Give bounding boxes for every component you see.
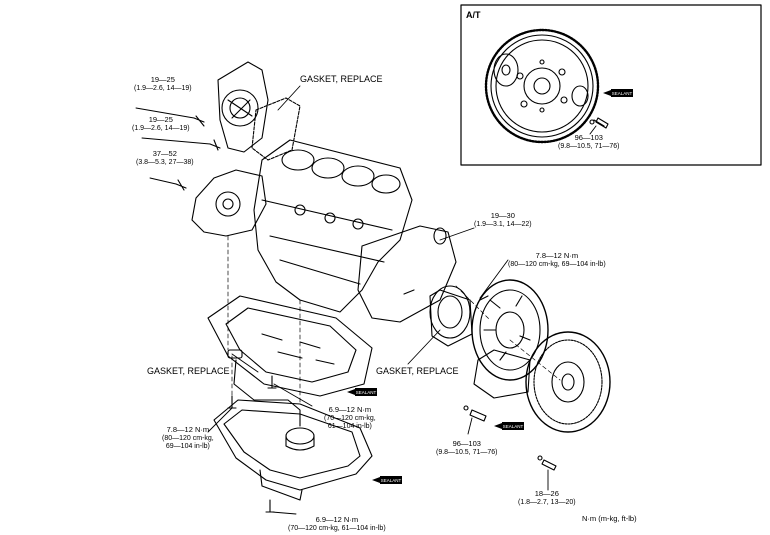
torque-value: 7.8—12 N·m (166, 425, 210, 434)
torque-value: 19—25 (148, 115, 173, 124)
sealant-tube-1: SEALANT (603, 89, 633, 97)
torque-spec: (1.9—2.6, 14—19) (132, 124, 190, 132)
gasket-label-left: GASKET, REPLACE (147, 366, 230, 376)
drive-plate (484, 28, 600, 144)
torque-value: 6.9—12 N·m (328, 405, 372, 414)
torque-label-5: 7.8—12 N·m (80—120 cm-kg, 69—104 in-lb) (508, 251, 606, 269)
drive-plate-backing (571, 85, 589, 107)
rear-cover-plate (357, 225, 457, 323)
torque-value: 96—103 (452, 439, 481, 448)
torque-label-2: 19—25 (1.9—2.6, 14—19) (132, 115, 190, 133)
torque-spec: (1.9—2.6, 14—19) (134, 84, 192, 92)
cylinder-block (253, 139, 413, 313)
torque-label-8: 96—103 (9.8—10.5, 71—76) (436, 439, 498, 457)
torque-spec: (70—120 cm-kg, (324, 414, 376, 422)
torque-spec: 61—104 in-lb) (327, 422, 372, 430)
units-legend: N·m (m-kg, ft-lb) (582, 514, 637, 523)
torque-value: 37—52 (152, 149, 177, 158)
oil-pan (213, 399, 373, 501)
sealant-tube-4: SEALANT (372, 476, 402, 484)
inset-title: A/T (466, 10, 481, 20)
oil-strainer (233, 359, 315, 451)
torque-value: 96—103 (574, 133, 603, 142)
torque-spec: (9.8—10.5, 71—76) (558, 142, 620, 150)
torque-spec: (1.9—3.1, 14—22) (474, 220, 532, 228)
torque-label-4: 19—30 (1.9—3.1, 14—22) (474, 211, 532, 229)
pressure-plate (471, 279, 549, 381)
torque-label-9: 96—103 (9.8—10.5, 71—76) (558, 133, 620, 151)
torque-label-3: 37—52 (3.8—5.3, 27—38) (136, 149, 194, 167)
svg-text:SEALANT: SEALANT (503, 424, 524, 429)
leader-lines (135, 85, 597, 515)
torque-label-6: 6.9—12 N·m (70—120 cm-kg, 61—104 in-lb) (324, 405, 376, 431)
oil-pan-upper (207, 295, 373, 397)
timing-belt-cover (217, 61, 269, 153)
alignment-lines (227, 235, 561, 405)
svg-text:SEALANT: SEALANT (381, 478, 402, 483)
torque-label-10: 18—26 (1.8—2.7, 13—20) (518, 489, 576, 507)
torque-label-11: 6.9—12 N·m (70—120 cm-kg, 61—104 in-lb) (288, 515, 386, 533)
gasket-label-right: GASKET, REPLACE (376, 366, 459, 376)
oil-pan-gasket-piece (227, 349, 243, 359)
torque-value: 6.9—12 N·m (315, 515, 359, 524)
torque-spec: (80—120 cm-kg, (162, 434, 214, 442)
sealant-tube-2: SEALANT (347, 388, 377, 396)
drive-plate-adapter (493, 53, 519, 87)
oil-pump (191, 169, 267, 237)
torque-value: 19—25 (150, 75, 175, 84)
torque-value: 19—30 (490, 211, 515, 220)
at-bolt (589, 117, 609, 129)
torque-spec: (1.8—2.7, 13—20) (518, 498, 576, 506)
torque-spec: (3.8—5.3, 27—38) (136, 158, 194, 166)
torque-spec: (9.8—10.5, 71—76) (436, 448, 498, 456)
flywheel (473, 349, 531, 399)
torque-spec: 69—104 in-lb) (165, 442, 210, 450)
at-inset-frame (460, 4, 762, 166)
svg-text:SEALANT: SEALANT (356, 390, 377, 395)
torque-spec: (80—120 cm-kg, 69—104 in-lb) (508, 260, 606, 268)
clutch-disc (525, 331, 611, 433)
torque-label-7: 7.8—12 N·m (80—120 cm-kg, 69—104 in-lb) (162, 425, 214, 451)
sealant-tube-3: SEALANT (494, 422, 524, 430)
torque-spec: (70—120 cm-kg, 61—104 in-lb) (288, 524, 386, 532)
rear-oil-seal (429, 285, 473, 347)
svg-text:SEALANT: SEALANT (612, 91, 633, 96)
bolt-group (175, 115, 557, 513)
gasket-label-top: GASKET, REPLACE (300, 74, 383, 84)
torque-value: 7.8—12 N·m (535, 251, 579, 260)
gasket-front (251, 97, 301, 161)
torque-value: 18—26 (534, 489, 559, 498)
torque-label-1: 19—25 (1.9—2.6, 14—19) (134, 75, 192, 93)
